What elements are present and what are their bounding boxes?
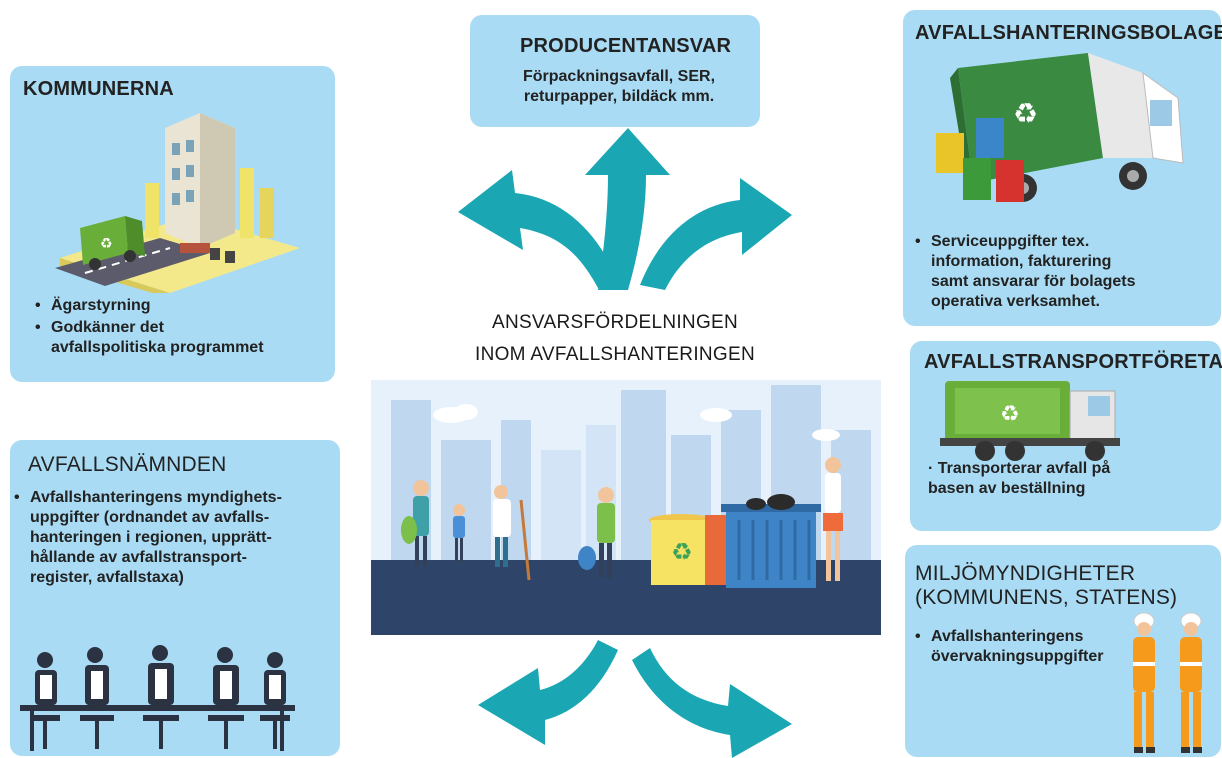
miljo-title-1: MILJÖMYNDIGHETER <box>915 562 1136 585</box>
recycling-scene-illustration: ♻ <box>371 380 881 635</box>
arrow-right-icon <box>640 178 792 290</box>
bolaget-box: AVFALLSHANTERINGSBOLAGET ♻ • Serviceuppg… <box>903 10 1222 326</box>
bolaget-title: AVFALLSHANTERINGSBOLAGET <box>915 22 1222 44</box>
svg-text:♻: ♻ <box>1000 402 1020 427</box>
center-title-line-1: ANSVARSFÖRDELNINGEN <box>491 312 739 333</box>
svg-text:♻: ♻ <box>100 236 113 252</box>
transport-truck-icon: ♻ <box>940 381 1120 461</box>
producentansvar-box: PRODUCENTANSVAR Förpackningsavfall, SER,… <box>470 15 760 127</box>
producentansvar-title: PRODUCENTANSVAR <box>520 35 732 57</box>
arrow-left-icon <box>458 170 620 288</box>
kommunerna-title: KOMMUNERNA <box>23 78 174 100</box>
garbage-truck-icon: ♻ <box>936 53 1184 202</box>
transport-title: AVFALLSTRANSPORTFÖRETAG <box>924 351 1222 373</box>
miljo-box: MILJÖMYNDIGHETER (KOMMUNENS, STATENS) • … <box>905 545 1221 757</box>
svg-text:♻: ♻ <box>1013 97 1038 130</box>
avfallsnamnden-title: AVFALLSNÄMNDEN <box>28 453 227 476</box>
kommunerna-bullet-1: •Ägarstyrning <box>35 297 151 314</box>
miljo-title-2: (KOMMUNENS, STATENS) <box>915 586 1178 609</box>
arrow-down-right-icon <box>632 648 792 758</box>
arrow-down-left-icon <box>478 640 618 745</box>
svg-text:♻: ♻ <box>671 538 693 566</box>
worker-icon <box>1133 612 1202 753</box>
transport-box: AVFALLSTRANSPORTFÖRETAG ♻ · Transportera… <box>910 341 1222 531</box>
center-title-line-2: INOM AVFALLSHANTERINGEN <box>475 344 755 365</box>
kommunerna-bullet-2: • Godkänner det avfallspolitiska program… <box>35 319 264 356</box>
avfallsnamnden-box: AVFALLSNÄMNDEN • Avfallshanteringens myn… <box>10 440 340 756</box>
producentansvar-text: Förpackningsavfall, SER, returpapper, bi… <box>522 68 716 105</box>
transport-text: · Transporterar avfall på basen av bestä… <box>928 460 1111 497</box>
avfallsnamnden-bullet: • Avfallshanteringens myndighets- uppgif… <box>14 489 282 586</box>
meeting-table-illustration <box>20 645 295 751</box>
kommunerna-box: KOMMUNERNA ♻ •Ägarstyrning • Godk <box>10 66 335 382</box>
city-building-illustration: ♻ <box>55 113 300 293</box>
bolaget-bullet: • Serviceuppgifter tex. information, fak… <box>915 233 1136 310</box>
miljo-bullet: • Avfallshanteringens övervakningsuppgif… <box>915 628 1104 665</box>
arrow-up-icon <box>585 128 670 290</box>
